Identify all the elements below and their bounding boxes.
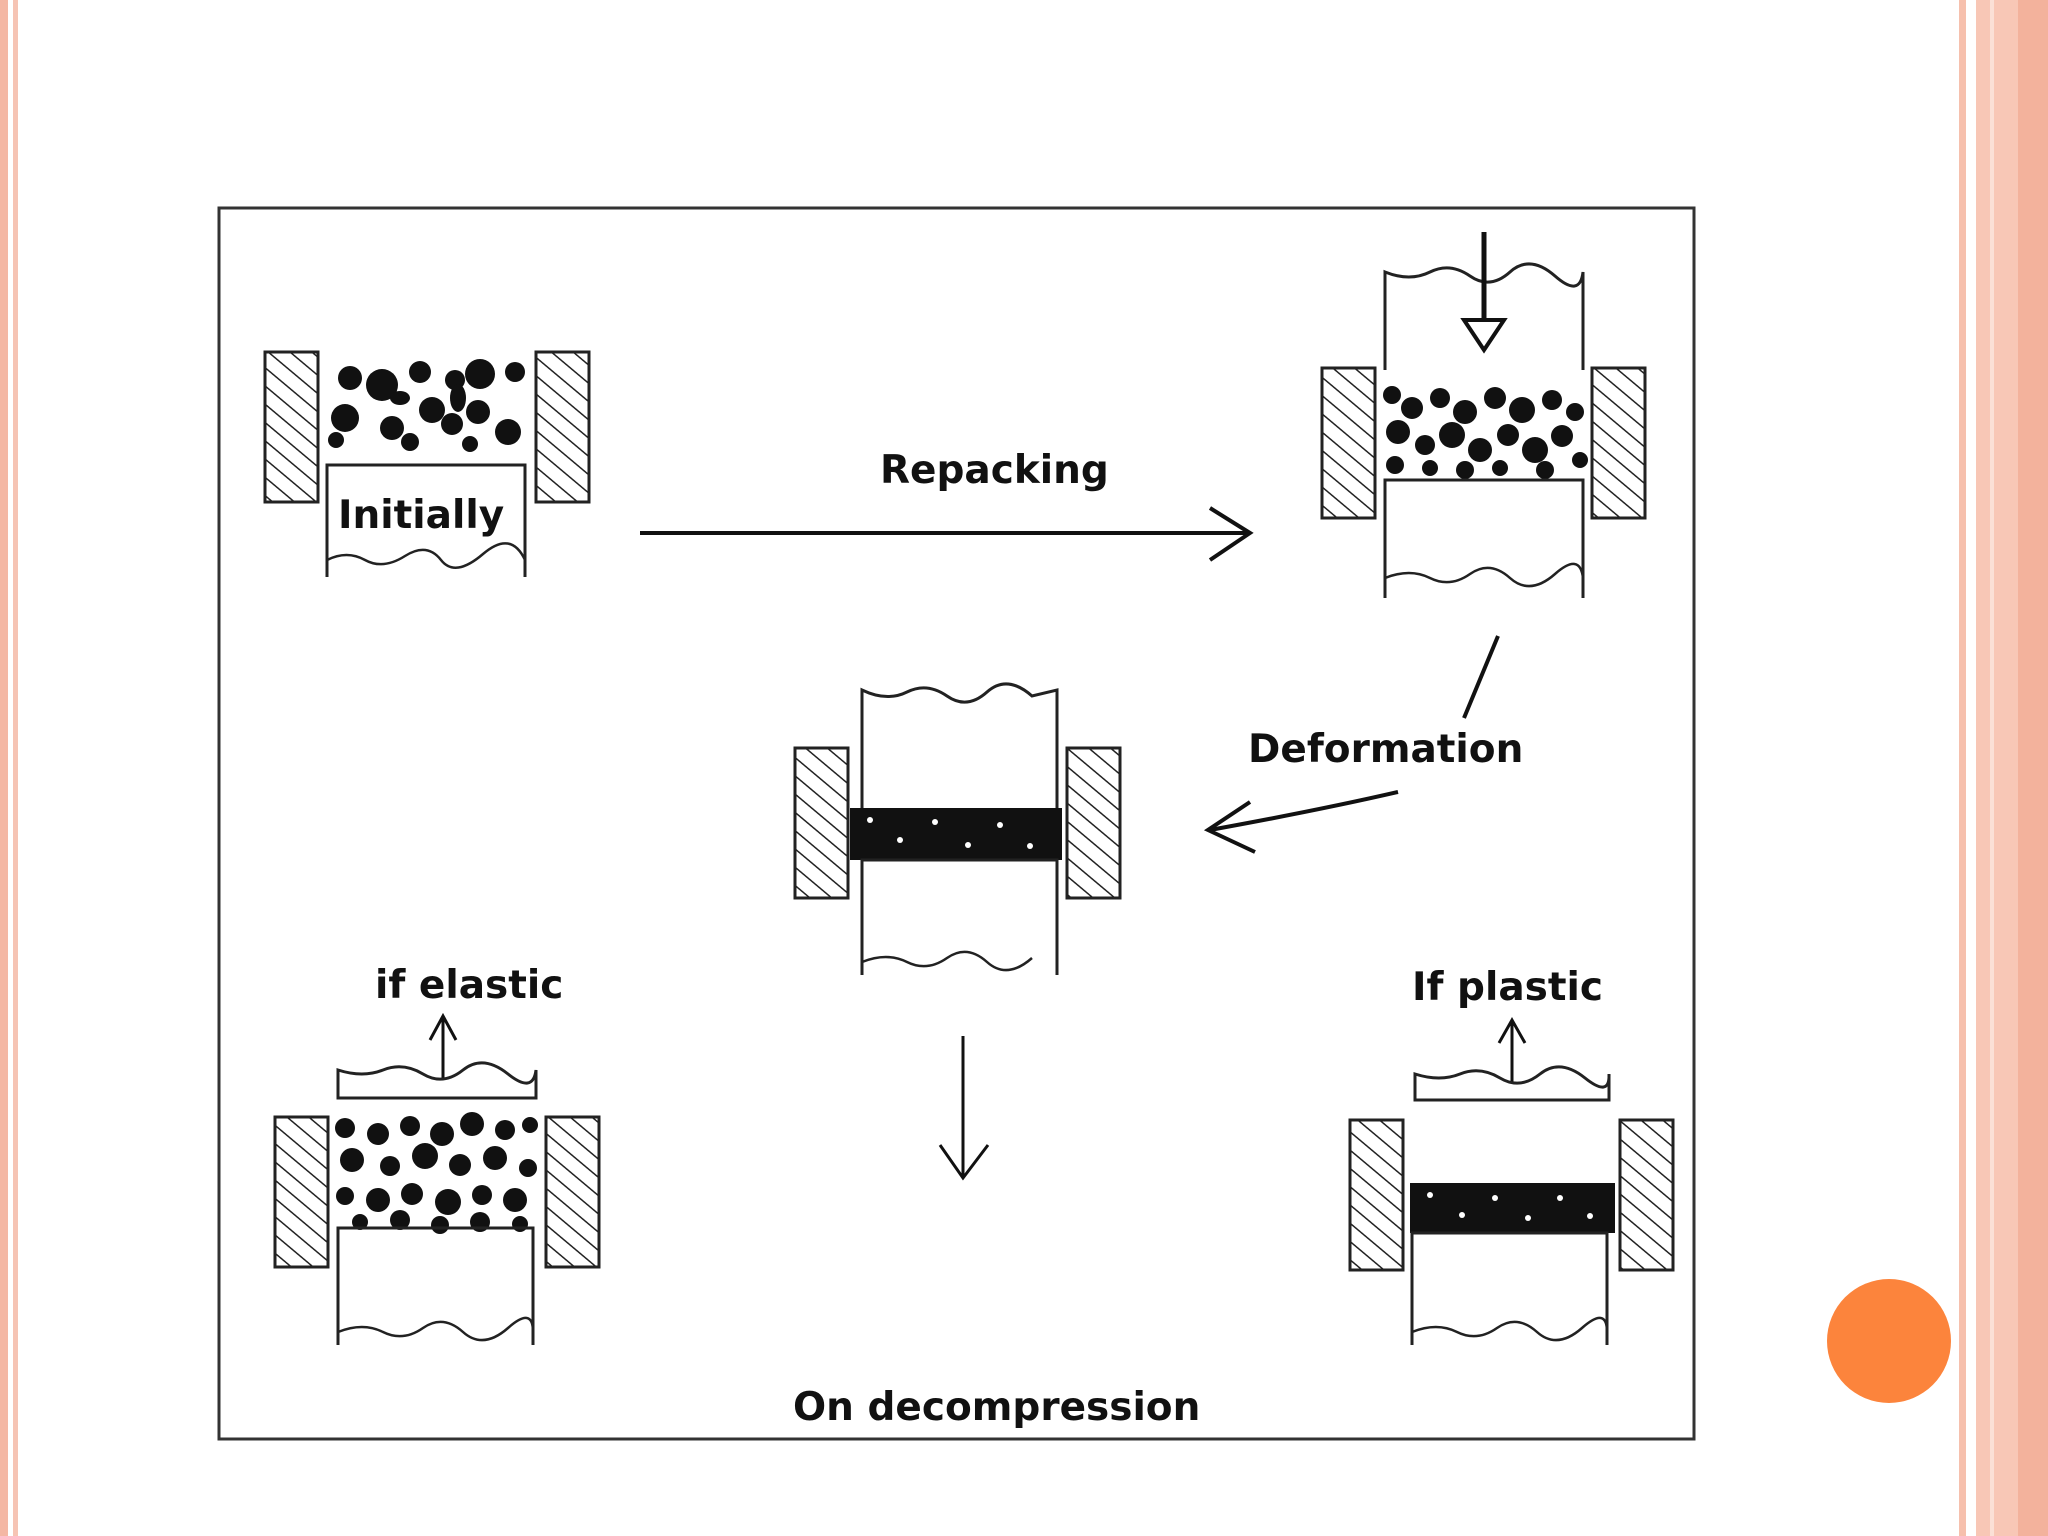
repacking-arrow: Repacking	[640, 448, 1254, 562]
expanded-powder-particles	[335, 1112, 538, 1234]
upper-punch	[1413, 1065, 1611, 1102]
label-on-decompression: On decompression	[793, 1385, 1200, 1430]
upper-punch	[860, 682, 1059, 810]
die-wall-right	[544, 1115, 601, 1269]
upper-punch	[1383, 262, 1585, 370]
die-plastic: If plastic	[1348, 965, 1675, 1345]
die-wall-left	[273, 1115, 330, 1269]
slide-border-right-stripe	[1990, 0, 1994, 1536]
loose-powder-particles	[328, 359, 525, 452]
tablet-texture	[1427, 1192, 1593, 1221]
force-arrow-head	[1460, 318, 1508, 354]
punch-break-line	[326, 542, 527, 569]
die-wall-left	[263, 350, 320, 504]
release-arrow-head	[1497, 1016, 1527, 1044]
slide-border-left-inner	[13, 0, 18, 1536]
label-initially: Initially	[338, 493, 504, 538]
lower-punch	[325, 463, 527, 577]
slide-border-left	[0, 0, 8, 1536]
punch-break-line	[337, 1316, 535, 1342]
slide-accent-dot	[1827, 1279, 1951, 1403]
lower-punch	[860, 858, 1059, 975]
label-if-elastic: if elastic	[375, 963, 563, 1008]
tablet-texture	[867, 817, 1033, 849]
die-elastic: if elastic	[273, 963, 601, 1345]
die-repacked	[1320, 232, 1647, 598]
die-wall-left	[793, 746, 850, 900]
deformation-arrow: Deformation	[1203, 635, 1523, 854]
lower-punch	[1383, 478, 1585, 598]
punch-break-line	[1384, 562, 1585, 588]
punch-break-line	[861, 950, 1033, 972]
compacted-tablet	[1410, 1183, 1615, 1233]
lower-punch	[336, 1226, 535, 1345]
die-initially: Initially	[263, 350, 591, 577]
die-wall-right	[1065, 746, 1122, 900]
label-if-plastic: If plastic	[1412, 965, 1603, 1010]
label-repacking: Repacking	[880, 448, 1109, 493]
packed-powder-particles	[1383, 386, 1588, 479]
label-deformation: Deformation	[1248, 727, 1523, 772]
die-wall-left	[1348, 1118, 1405, 1272]
upper-punch	[336, 1061, 538, 1100]
slide-border-right-inner	[1959, 0, 1966, 1536]
die-wall-right	[1590, 366, 1647, 520]
punch-break-line	[1411, 1316, 1609, 1342]
slide-border-right-outer	[2018, 0, 2048, 1536]
die-compacted	[793, 682, 1122, 975]
decompression-arrow	[938, 1036, 990, 1181]
lower-punch	[1410, 1231, 1609, 1345]
die-wall-right	[534, 350, 591, 504]
release-arrow-head	[428, 1012, 458, 1041]
compacted-tablet	[850, 808, 1062, 860]
die-wall-right	[1618, 1118, 1675, 1272]
die-wall-left	[1320, 366, 1377, 520]
